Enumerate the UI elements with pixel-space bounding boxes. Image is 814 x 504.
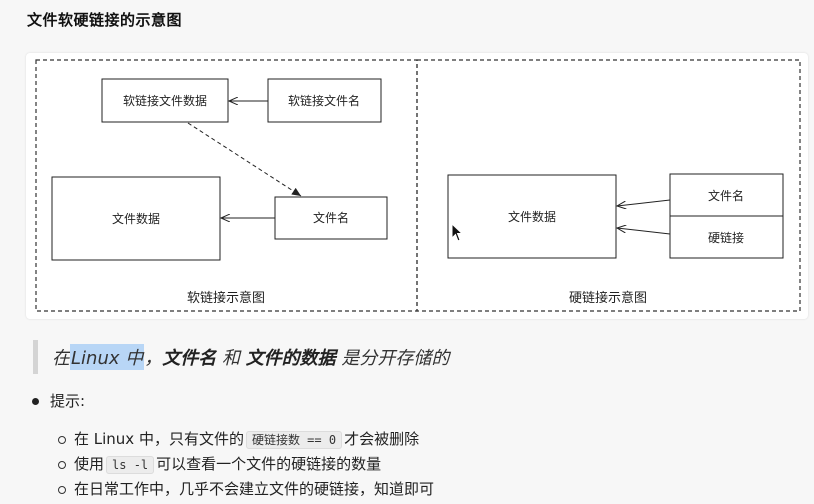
soft-file-name-label: 文件名 <box>313 210 349 225</box>
quote-term-filename: 文件名 <box>162 348 217 369</box>
bullet-icon <box>58 486 66 494</box>
hard-link-to-data-arrow <box>617 228 671 235</box>
hard-file-data-label: 文件数据 <box>508 209 556 224</box>
quote-and: 和 <box>216 348 246 369</box>
section-title: 文件软硬链接的示意图 <box>27 11 183 29</box>
hard-file-data-box <box>447 174 617 259</box>
soft-file-name-box <box>274 196 388 240</box>
tip-text: 使用 <box>74 455 105 473</box>
soft-link-data-label: 软链接文件数据 <box>123 93 207 108</box>
mouse-pointer-icon <box>451 223 463 242</box>
hard-link-frame <box>416 59 801 312</box>
soft-file-data-label: 文件数据 <box>112 211 160 226</box>
link-diagram: 软链接文件数据 软链接文件名 文件数据 文件名 软链接示意图 文件数据 文件名 … <box>35 59 801 312</box>
list-item: 提示: <box>30 388 790 414</box>
bullet-icon <box>58 436 66 444</box>
soft-file-data-box <box>51 176 221 261</box>
quote-term-filedata: 文件的数据 <box>245 348 336 369</box>
bullet-icon <box>32 398 39 405</box>
bullet-icon <box>58 461 66 469</box>
hard-link-caption: 硬链接示意图 <box>569 290 647 306</box>
soft-link-caption: 软链接示意图 <box>187 290 265 306</box>
tip-text: 在日常工作中，几乎不会建立文件的硬链接，知道即可 <box>74 480 435 498</box>
tip-text: 才会被删除 <box>344 430 420 448</box>
blockquote: 在 Linux 中 ， 文件名 和 文件的数据 是分开存储的 <box>33 340 449 374</box>
tip-text: 在 Linux 中，只有文件的 <box>74 430 244 448</box>
soft-link-pointer-arrow <box>187 122 302 197</box>
soft-link-name-label: 软链接文件名 <box>288 93 360 108</box>
hard-file-name-label: 文件名 <box>708 188 744 203</box>
inline-code: 硬链接数 == 0 <box>245 431 343 449</box>
hard-link-label: 硬链接 <box>708 230 744 245</box>
quote-suffix: 是分开存储的 <box>335 348 450 369</box>
hard-link-box <box>669 215 784 259</box>
tips-label: 提示: <box>50 392 86 410</box>
quote-comma: ， <box>144 348 163 369</box>
link-diagram-card: 软链接文件数据 软链接文件名 文件数据 文件名 软链接示意图 文件数据 文件名 … <box>26 53 808 319</box>
inline-code: ls -l <box>106 456 155 474</box>
quote-highlight: Linux 中 <box>70 344 145 370</box>
soft-link-name-box <box>267 78 382 123</box>
list-item: 在日常工作中，几乎不会建立文件的硬链接，知道即可 <box>58 477 434 502</box>
tip-text: 可以查看一个文件的硬链接的数量 <box>156 455 382 473</box>
quote-prefix: 在 <box>52 348 70 369</box>
tips-list: 提示: <box>30 388 790 414</box>
hard-name-to-data-arrow <box>617 199 671 206</box>
